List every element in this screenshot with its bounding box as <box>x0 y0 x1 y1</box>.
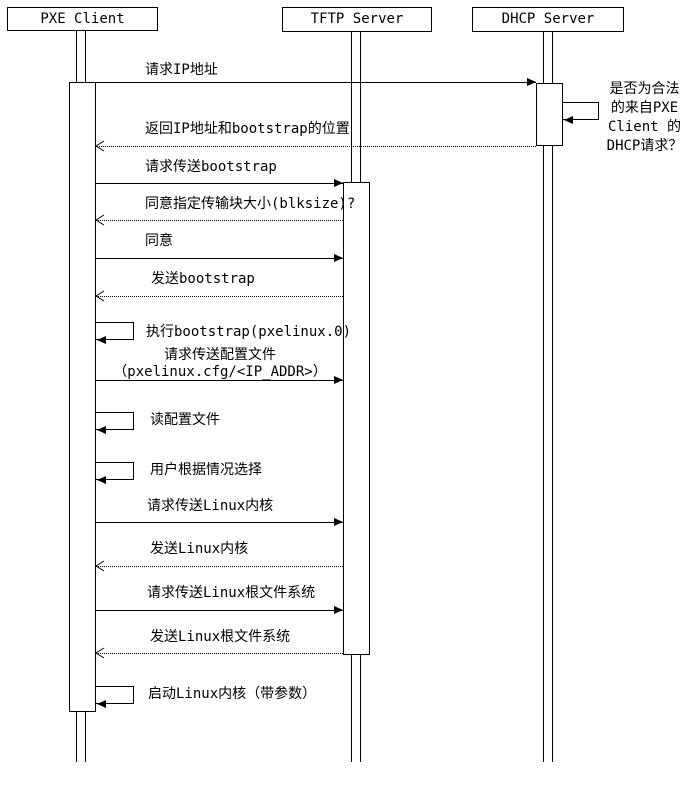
message-label-line2: （pxelinux.cfg/<IP_ADDR>） <box>113 364 327 380</box>
arrowhead-right-icon <box>334 606 343 614</box>
actor-box-dhcp-server: DHCP Server <box>472 7 624 32</box>
message-label: 读配置文件 <box>150 412 220 428</box>
arrowhead-right-icon <box>334 518 343 526</box>
message-line <box>96 258 343 259</box>
message-label: 发送Linux根文件系统 <box>150 629 291 645</box>
activation-bar-tftp-server <box>343 182 370 655</box>
message-label: 请求传送配置文件 （pxelinux.cfg/<IP_ADDR>） <box>95 347 345 381</box>
actor-label-dhcp-server: DHCP Server <box>501 11 595 27</box>
message-label: 执行bootstrap(pxelinux.0) <box>146 324 352 340</box>
message-line <box>96 183 343 184</box>
message-line <box>96 610 343 611</box>
message-label: 请求传送Linux内核 <box>147 498 274 514</box>
message-label: 用户根据情况选择 <box>150 462 262 478</box>
lifeline-tftp-server-bottom <box>351 655 361 762</box>
lifeline-tftp-server-top <box>351 32 361 182</box>
pxe-self-message-loop <box>96 322 134 340</box>
lifeline-dhcp-server-bottom <box>543 146 553 762</box>
actor-label-tftp-server: TFTP Server <box>310 11 404 27</box>
note-line: 是否为合法 <box>609 81 680 97</box>
message-label: 同意指定传输块大小(blksize)? <box>145 196 356 212</box>
message-label: 请求传送bootstrap <box>145 159 277 175</box>
message-label: 请求传送Linux根文件系统 <box>147 585 316 601</box>
actor-label-pxe-client: PXE Client <box>40 11 125 27</box>
open-arrowhead-left-icon <box>95 647 105 659</box>
activation-bar-dhcp-server <box>536 83 563 146</box>
actor-box-pxe-client: PXE Client <box>7 7 158 31</box>
dhcp-check-note: 是否为合法 的来自PXE Client 的 DHCP请求？ <box>600 80 689 156</box>
note-line: Client 的 <box>607 119 681 135</box>
arrowhead-left-icon <box>97 476 106 484</box>
message-line <box>96 220 343 221</box>
open-arrowhead-left-icon <box>95 290 105 302</box>
pxe-self-message-loop <box>96 686 134 704</box>
arrowhead-right-icon <box>527 78 536 86</box>
dhcp-self-message-loop <box>563 102 599 120</box>
arrowhead-right-icon <box>334 179 343 187</box>
arrowhead-left-icon <box>97 426 106 434</box>
message-line <box>96 522 343 523</box>
message-label: 返回IP地址和bootstrap的位置 <box>145 121 350 137</box>
arrowhead-left-icon <box>564 116 573 124</box>
message-line <box>96 566 343 567</box>
arrowhead-left-icon <box>97 700 106 708</box>
message-label: 发送Linux内核 <box>150 541 249 557</box>
open-arrowhead-left-icon <box>95 140 105 152</box>
actor-box-tftp-server: TFTP Server <box>282 7 432 32</box>
message-label: 启动Linux内核（带参数） <box>148 686 317 702</box>
note-line: DHCP请求？ <box>606 138 683 154</box>
lifeline-pxe-client-top <box>76 31 86 82</box>
open-arrowhead-left-icon <box>95 560 105 572</box>
message-label: 请求IP地址 <box>145 62 218 78</box>
arrowhead-right-icon <box>334 254 343 262</box>
activation-bar-pxe-client <box>69 82 96 712</box>
arrowhead-left-icon <box>97 336 106 344</box>
note-line: 的来自PXE <box>610 100 679 116</box>
message-line <box>96 653 343 654</box>
message-label-line1: 请求传送配置文件 <box>164 347 276 363</box>
arrowhead-right-icon <box>334 376 343 384</box>
pxe-self-message-loop <box>96 462 134 480</box>
message-line <box>96 146 536 147</box>
lifeline-dhcp-server-top <box>543 32 553 83</box>
message-label: 发送bootstrap <box>151 271 255 287</box>
message-line <box>96 296 343 297</box>
lifeline-pxe-client-bottom <box>76 712 86 762</box>
message-line <box>96 82 536 83</box>
message-label: 同意 <box>145 233 173 249</box>
message-line <box>96 380 343 381</box>
pxe-self-message-loop <box>96 412 134 430</box>
open-arrowhead-left-icon <box>95 214 105 226</box>
